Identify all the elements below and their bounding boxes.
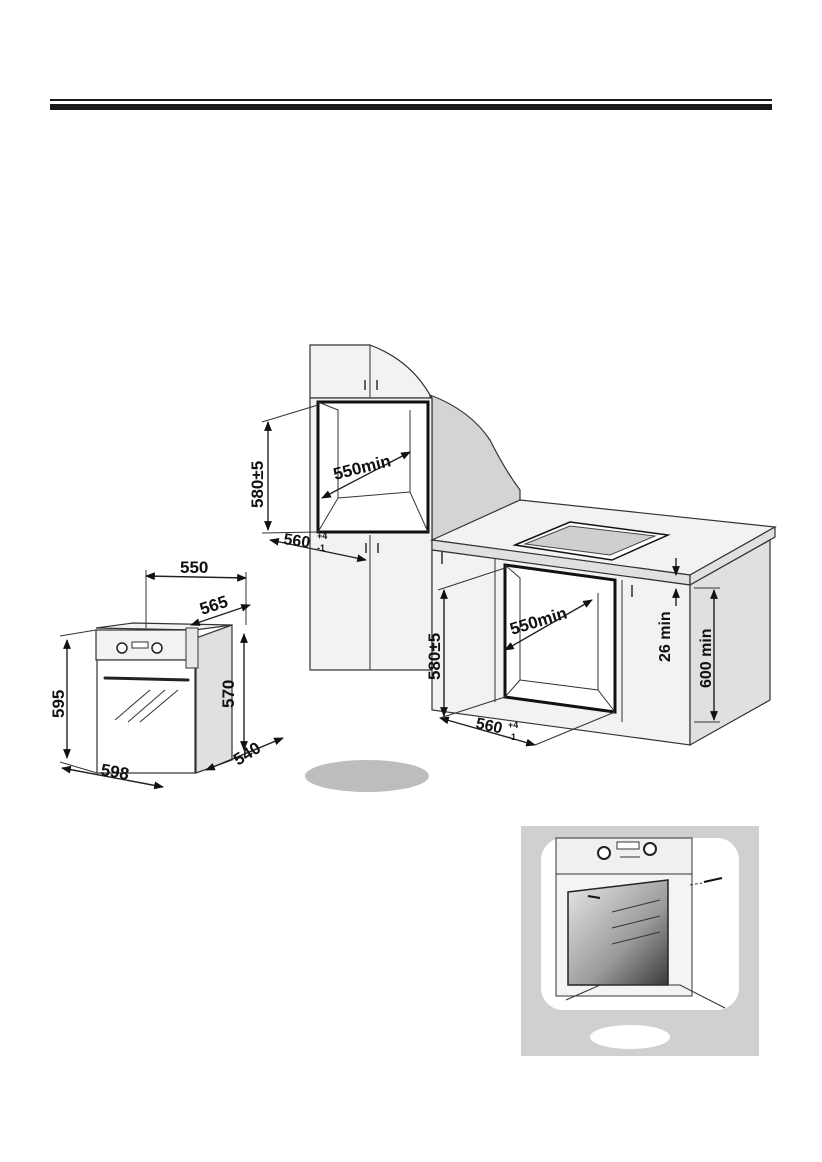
oven-appliance <box>95 622 233 774</box>
upper-niche-width-label: 560 <box>282 531 311 552</box>
lower-niche-height-dimension: 580±5 <box>425 567 506 717</box>
oven-width-598-dimension: 598 <box>61 760 164 790</box>
counter-height-label: 600 min <box>698 628 715 688</box>
oven-width-598-label: 598 <box>99 760 130 784</box>
lower-niche-width-dimension: 560 +4 -1 <box>439 696 616 747</box>
oven-depth-565-dimension: 565 <box>190 592 251 626</box>
lower-tolerance-plus: +4 <box>508 720 518 730</box>
lower-niche-width-label: 560 <box>474 715 504 737</box>
header-rule-thick <box>50 104 772 110</box>
oven-height-570-label: 570 <box>219 680 238 708</box>
mounting-detail-inset <box>521 826 759 1056</box>
wall-side-panel <box>428 393 521 541</box>
lower-tolerance-minus: -1 <box>508 732 516 742</box>
tall-column-cabinet <box>309 397 433 671</box>
counter-gap-dimension: 26 min <box>657 558 680 662</box>
lower-niche-height-label: 580±5 <box>425 633 444 680</box>
counter-gap-label: 26 min <box>657 611 674 662</box>
upper-tolerance-plus: +4 <box>317 531 327 541</box>
upper-niche-height-dimension: 580±5 <box>248 404 319 534</box>
oven-depth-550-label: 550 <box>180 558 208 577</box>
worktop <box>429 499 777 587</box>
upper-tolerance-minus: -1 <box>317 543 325 553</box>
oven-depth-565-label: 565 <box>197 592 230 619</box>
oven-height-595-label: 595 <box>49 690 68 718</box>
oven-height-570-dimension: 570 <box>219 633 248 751</box>
oven-height-595-dimension: 595 <box>49 629 98 774</box>
upper-niche-height-label: 580±5 <box>248 461 267 508</box>
counter-height-dimension: 600 min <box>694 587 720 723</box>
oven-depth-540-label: 540 <box>230 738 264 769</box>
header-rule-thin <box>50 99 772 101</box>
upper-niche-width-dimension: 560 +4 -1 <box>269 531 367 563</box>
figure-label-shape <box>305 760 429 792</box>
upper-wall-cabinet <box>309 344 431 399</box>
oven-depth-550-dimension: 550 <box>145 558 247 628</box>
